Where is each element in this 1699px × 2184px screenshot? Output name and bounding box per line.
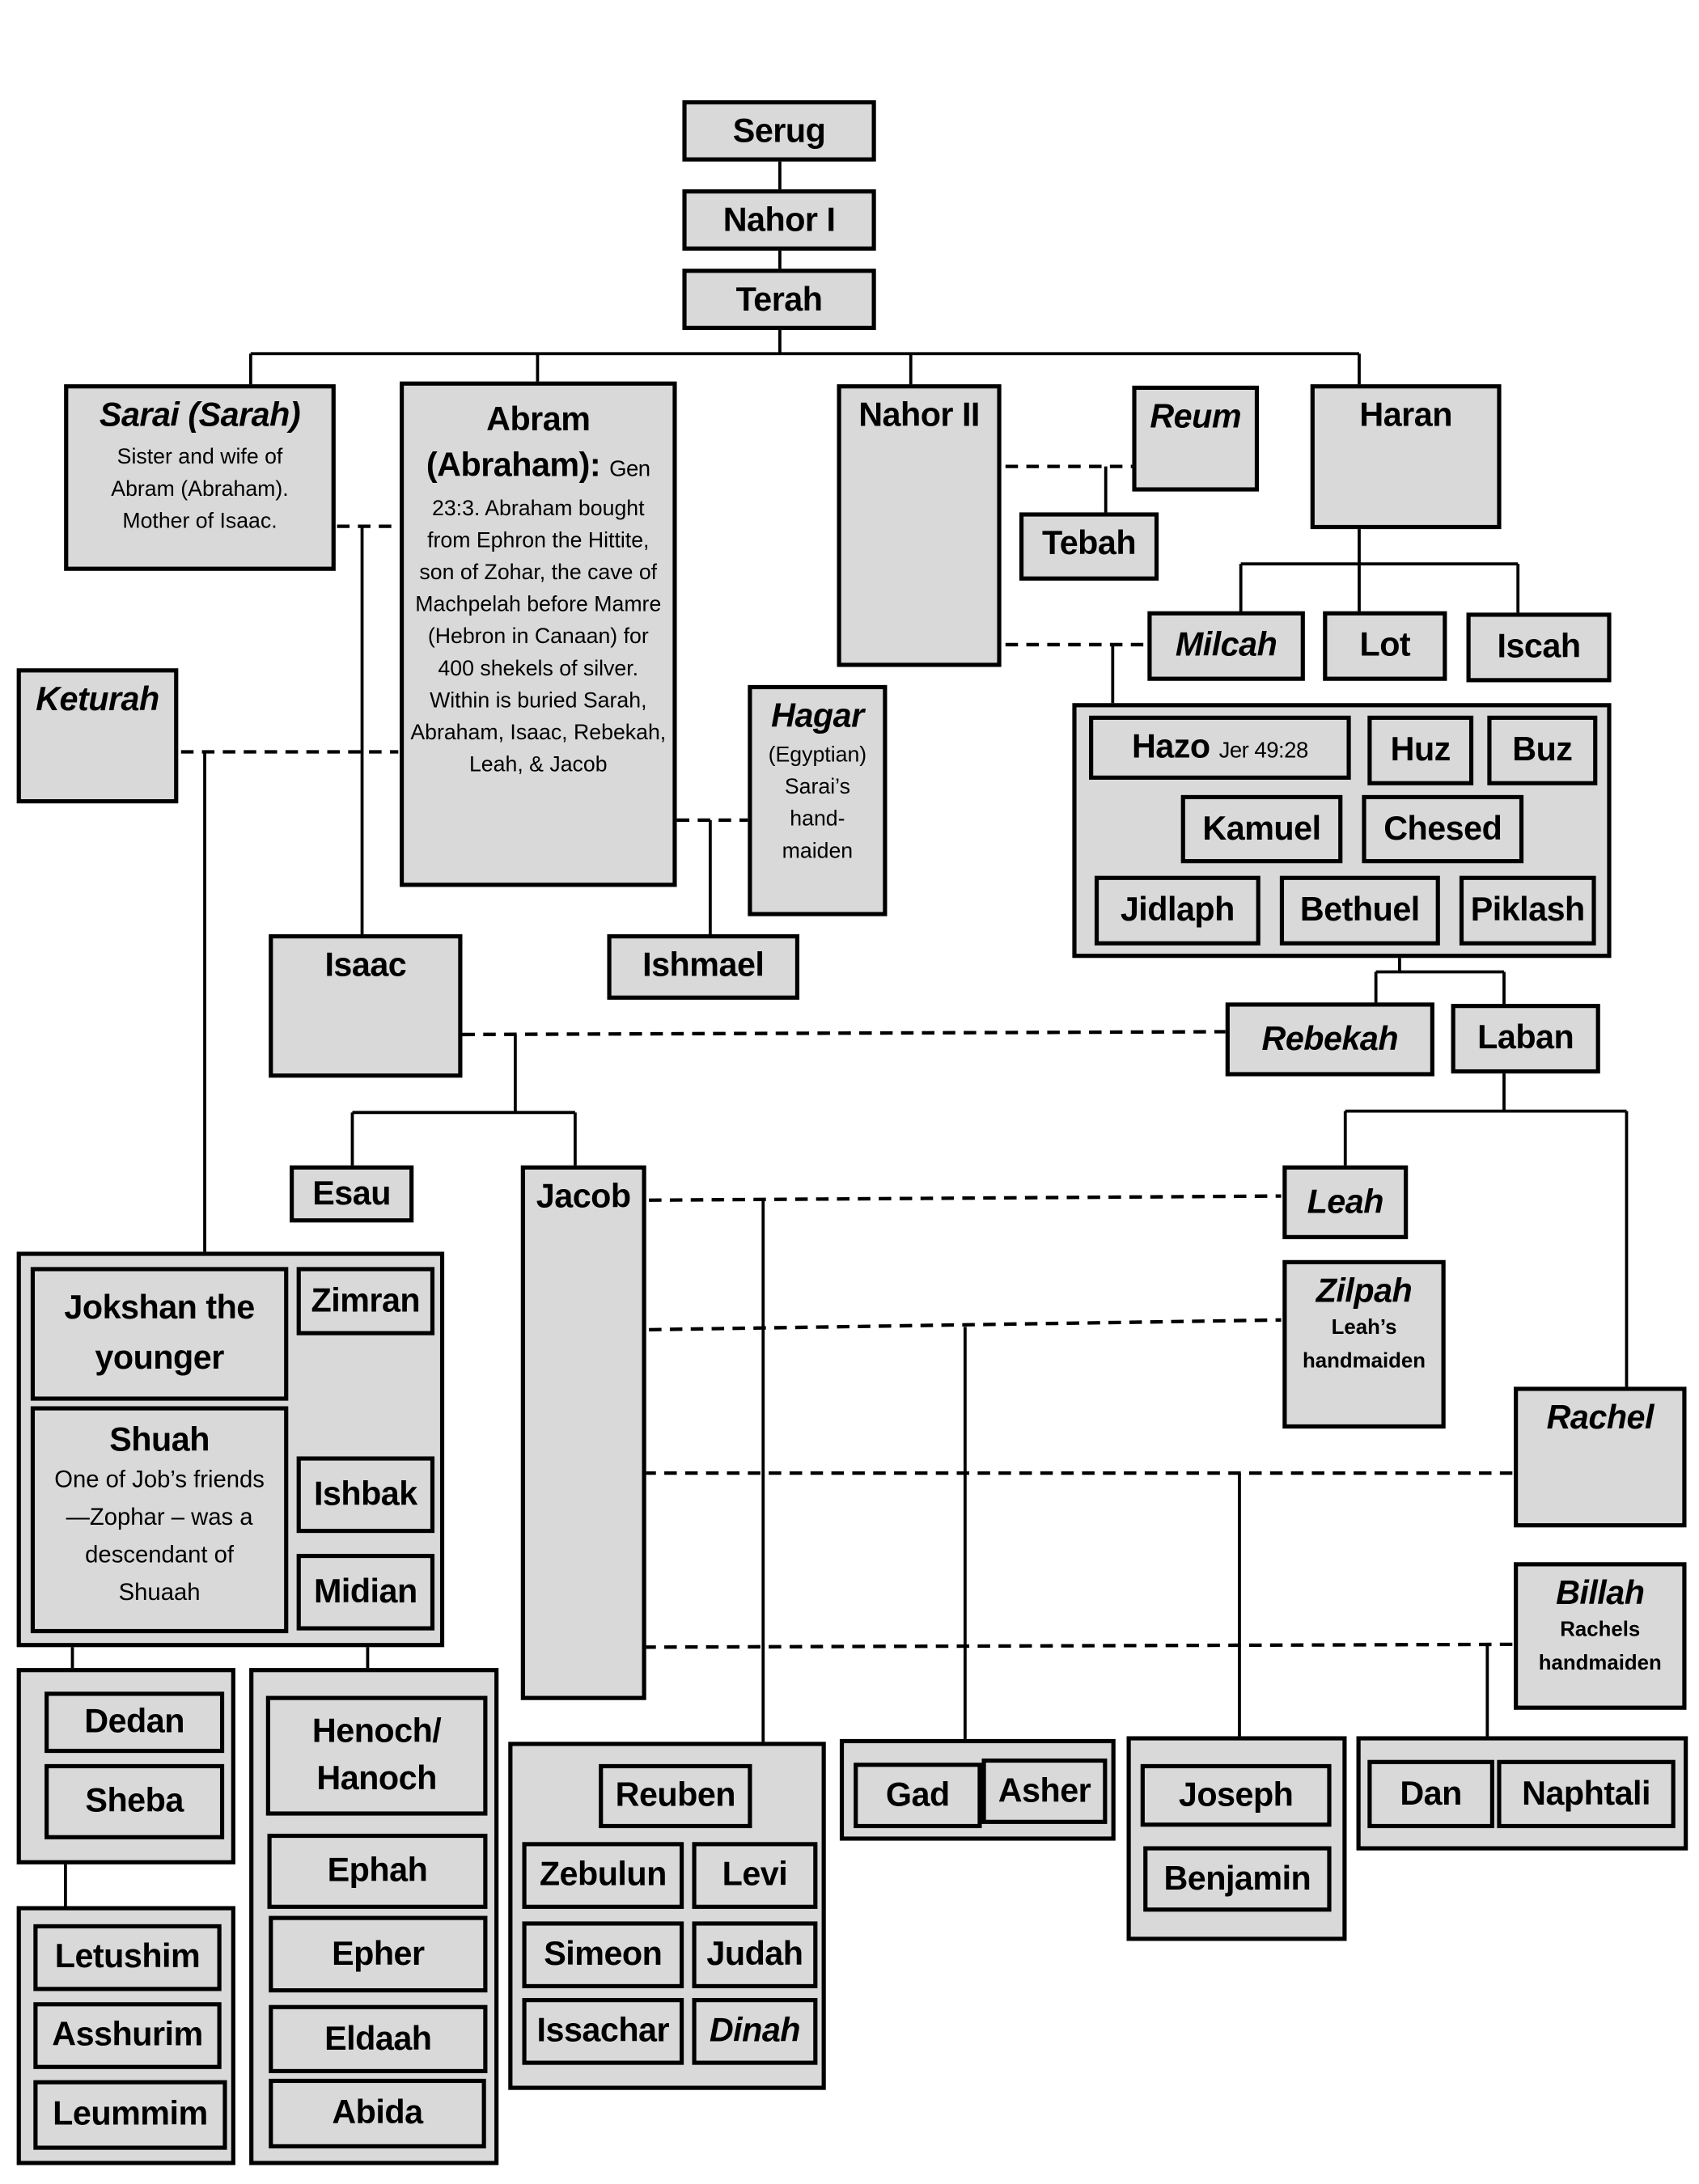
person-kamuel[interactable]: Kamuel (1180, 794, 1343, 864)
group-midian-sons: Henoch/ Hanoch Ephah Epher Eldaah Abida (249, 1668, 499, 2165)
group-jokshan-sons: Dedan Sheba (16, 1668, 235, 1864)
person-lot[interactable]: Lot (1323, 611, 1447, 681)
marriage-isaac-rebekah (462, 1030, 1226, 1037)
marriage-jacob-zilpah (649, 1318, 1282, 1331)
group-dedan-sons: Letushim Asshurim Leummim (16, 1906, 235, 2165)
group-keturah-sons: Jokshan the younger Zimran Shuah One of … (16, 1251, 445, 1648)
person-ishbak[interactable]: Ishbak (296, 1456, 435, 1534)
person-benjamin[interactable]: Benjamin (1143, 1846, 1332, 1912)
person-rachel[interactable]: Rachel (1514, 1386, 1687, 1528)
person-huz[interactable]: Huz (1367, 715, 1474, 785)
person-nahor-ii[interactable]: Nahor II (837, 384, 1002, 667)
person-sheba[interactable]: Sheba (44, 1763, 225, 1839)
person-iscah[interactable]: Iscah (1466, 612, 1612, 683)
person-hagar[interactable]: Hagar (Egyptian) Sarai’s hand- maiden (748, 684, 888, 916)
person-reum[interactable]: Reum (1132, 385, 1260, 492)
group-rachel-children: Joseph Benjamin (1126, 1736, 1347, 1941)
person-shuah[interactable]: Shuah One of Job’s friends—Zophar – was … (30, 1406, 289, 1634)
abram-note: 23:3. Abraham bought from Ephron the Hit… (410, 497, 667, 777)
person-dinah[interactable]: Dinah (692, 1998, 818, 2065)
person-joseph[interactable]: Joseph (1140, 1763, 1332, 1827)
person-zilpah[interactable]: Zilpah Leah’s handmaiden (1282, 1259, 1446, 1429)
person-naphtali[interactable]: Naphtali (1497, 1759, 1676, 1829)
person-henoch[interactable]: Henoch/ Hanoch (265, 1695, 488, 1816)
person-abida[interactable]: Abida (269, 2078, 486, 2148)
person-letushim[interactable]: Letushim (33, 1924, 222, 1991)
person-jokshan[interactable]: Jokshan the younger (30, 1267, 289, 1401)
person-asshurim[interactable]: Asshurim (33, 2002, 222, 2069)
person-dedan[interactable]: Dedan (44, 1691, 225, 1754)
person-sarai[interactable]: Sarai (Sarah) Sister and wife of Abram (… (64, 384, 336, 571)
abram-name: Abram (Abraham): (426, 400, 601, 485)
person-jacob[interactable]: Jacob (520, 1165, 646, 1700)
group-zilpah-children: Gad Asher (839, 1738, 1116, 1841)
person-gad[interactable]: Gad (854, 1763, 982, 1829)
person-piklash[interactable]: Piklash (1459, 875, 1596, 946)
person-eldaah[interactable]: Eldaah (269, 2004, 488, 2074)
person-serug[interactable]: Serug (682, 99, 876, 162)
abram-note-ref: Gen (609, 458, 650, 482)
group-billah-children: Dan Naphtali (1356, 1736, 1688, 1851)
person-terah[interactable]: Terah (682, 269, 876, 330)
person-simeon[interactable]: Simeon (522, 1921, 684, 1989)
person-leah[interactable]: Leah (1282, 1165, 1409, 1239)
person-jidlaph[interactable]: Jidlaph (1094, 875, 1260, 946)
person-esau[interactable]: Esau (290, 1165, 414, 1223)
person-midian[interactable]: Midian (296, 1553, 435, 1631)
person-dan[interactable]: Dan (1367, 1759, 1494, 1829)
marriage-jacob-billah (643, 1642, 1513, 1649)
person-zimran[interactable]: Zimran (296, 1267, 435, 1335)
person-levi[interactable]: Levi (692, 1842, 818, 1909)
person-haran[interactable]: Haran (1310, 384, 1502, 530)
person-buz[interactable]: Buz (1487, 715, 1598, 785)
group-leah-children: Reuben Zebulun Levi Simeon Judah Issacha… (508, 1742, 826, 2090)
person-ephah[interactable]: Ephah (267, 1833, 488, 1909)
hazo-reference: Jer 49:28 (1218, 739, 1309, 764)
person-judah[interactable]: Judah (692, 1921, 818, 1989)
person-hazo[interactable]: Hazo Jer 49:28 (1089, 715, 1351, 780)
person-zebulun[interactable]: Zebulun (522, 1842, 684, 1909)
person-tebah[interactable]: Tebah (1019, 512, 1159, 581)
person-ishmael[interactable]: Ishmael (607, 933, 800, 1000)
person-laban[interactable]: Laban (1451, 1004, 1600, 1074)
person-bethuel[interactable]: Bethuel (1279, 875, 1440, 946)
person-epher[interactable]: Epher (269, 1915, 488, 1993)
person-nahor-i[interactable]: Nahor I (682, 189, 876, 251)
person-rebekah[interactable]: Rebekah (1225, 1002, 1434, 1077)
person-isaac[interactable]: Isaac (269, 933, 463, 1078)
marriage-jacob-leah (649, 1194, 1282, 1202)
person-milcah[interactable]: Milcah (1147, 611, 1305, 681)
person-abram[interactable]: Abram (Abraham): Gen 23:3. Abraham bough… (400, 381, 677, 887)
person-keturah[interactable]: Keturah (16, 668, 179, 804)
person-reuben[interactable]: Reuben (599, 1763, 752, 1829)
person-chesed[interactable]: Chesed (1362, 794, 1524, 864)
person-asher[interactable]: Asher (981, 1759, 1108, 1824)
group-nahor-sons: Hazo Jer 49:28 Huz Buz Kamuel Chesed Jid… (1072, 703, 1612, 959)
person-billah[interactable]: Billah Rachels handmaiden (1514, 1562, 1687, 1710)
person-leummim[interactable]: Leummim (33, 2080, 227, 2150)
person-issachar[interactable]: Issachar (522, 1998, 684, 2065)
